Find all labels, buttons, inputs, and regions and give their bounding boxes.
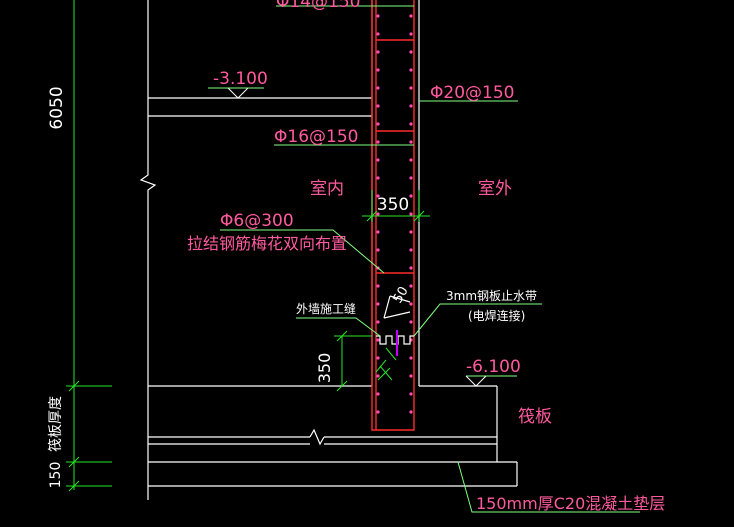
- raft-thickness-label: 筏板厚度: [47, 396, 64, 452]
- rebar-inner-label: Φ16@150: [274, 127, 358, 147]
- chamfer-dimension: 50: [390, 284, 411, 306]
- rebar-dot: [376, 374, 380, 378]
- outdoor-label: 室外: [478, 179, 512, 199]
- indoor-label: 室内: [310, 179, 344, 199]
- wall-thickness-350: 350: [377, 195, 409, 215]
- rebar-dot: [376, 50, 380, 54]
- rebar-dot: [376, 104, 380, 108]
- left-dimension-lines: [66, 0, 112, 492]
- wall-joint-label: 外墙施工缝: [296, 301, 356, 316]
- rebar-dot: [409, 212, 413, 216]
- elevation-top-label: -3.100: [213, 69, 268, 89]
- elevation-bottom-label: -6.100: [466, 357, 521, 377]
- rebar-dot: [376, 410, 380, 414]
- rebar-dot: [376, 122, 380, 126]
- rebar-dot: [409, 86, 413, 90]
- rebar-dot: [409, 230, 413, 234]
- rebar-dot: [409, 50, 413, 54]
- joint-height-350: 350: [315, 353, 334, 384]
- elevation-marker-bottom: [465, 375, 487, 387]
- rebar-dot: [409, 410, 413, 414]
- rebar-dot: [376, 14, 380, 18]
- rebar-dot: [409, 374, 413, 378]
- tie-bar-note: 拉结钢筋梅花双向布置: [187, 234, 347, 253]
- rebar-dot: [409, 32, 413, 36]
- rebar-dots: [376, 14, 413, 414]
- dimension-6050: 6050: [47, 86, 67, 129]
- waterstop-label-line2: (电焊连接): [468, 308, 525, 323]
- cushion-thickness-label: 150: [48, 462, 64, 489]
- rebar-dot: [376, 248, 380, 252]
- rebar-dot: [409, 320, 413, 324]
- elevation-marker-top: [227, 87, 249, 99]
- cushion-label: 150mm厚C20混凝土垫层: [476, 494, 665, 513]
- rebar-dot: [409, 266, 413, 270]
- rebar-dot: [376, 194, 380, 198]
- rebar-dot: [376, 302, 380, 306]
- rebar-dot: [409, 14, 413, 18]
- height-6050-dimension: 6050: [47, 86, 67, 129]
- rebar-dot: [409, 104, 413, 108]
- rebar-dot: [409, 302, 413, 306]
- rebar-dot: [376, 68, 380, 72]
- rebar-dot: [376, 284, 380, 288]
- rebar-dot: [376, 176, 380, 180]
- rebar-dot: [376, 158, 380, 162]
- rebar-dot: [409, 68, 413, 72]
- rebar-dot: [376, 356, 380, 360]
- rebar-dot: [376, 392, 380, 396]
- rebar-dot: [409, 158, 413, 162]
- rebar-dot: [409, 356, 413, 360]
- chamfer-marks: [375, 347, 397, 381]
- rebar-outer-label: Φ20@150: [430, 83, 514, 103]
- raft-label: 筏板: [518, 407, 552, 427]
- rebar-dot: [409, 176, 413, 180]
- rebar-dot: [409, 122, 413, 126]
- joint-height-dimension: [334, 330, 372, 392]
- rebar-dot: [409, 194, 413, 198]
- rebar-dot: [376, 338, 380, 342]
- rebar-dot: [376, 230, 380, 234]
- construction-joint: [376, 295, 414, 345]
- waterstop-label-line1: 3mm钢板止水带: [446, 289, 537, 303]
- rebar-dot: [376, 140, 380, 144]
- leader-lines: [208, 5, 640, 513]
- wall-thickness-dimension: [362, 190, 430, 222]
- rebar-top-label: Φ14@150: [276, 0, 360, 12]
- tie-bar-label: Φ6@300: [220, 211, 294, 231]
- rebar-dot: [376, 320, 380, 324]
- rebar-dot: [409, 284, 413, 288]
- rebar-dot: [409, 248, 413, 252]
- rebar-dot: [376, 86, 380, 90]
- rebar-dot: [409, 140, 413, 144]
- rebar-dot: [376, 212, 380, 216]
- rebar-dot: [409, 392, 413, 396]
- rebar-dot: [376, 32, 380, 36]
